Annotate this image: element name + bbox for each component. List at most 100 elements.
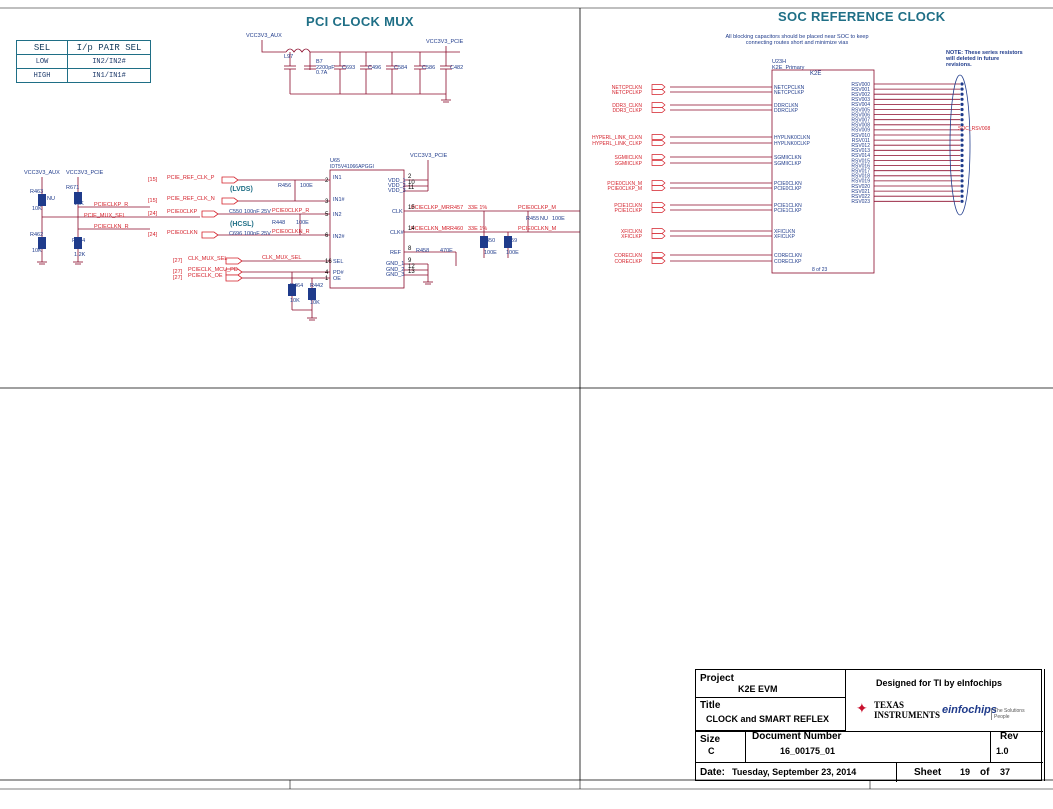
sheet-label: Sheet	[914, 767, 942, 778]
svg-text:R459: R459	[504, 238, 517, 244]
test-point	[960, 82, 964, 86]
soc-right-pin-label: RSV016	[851, 163, 870, 169]
soc-left-pin-label: HYPLNK0CLKP	[774, 141, 811, 147]
test-point	[960, 174, 964, 178]
soc-right-pin-label: RSV009	[851, 128, 870, 134]
svg-text:NU: NU	[47, 196, 55, 202]
svg-text:R442: R442	[310, 283, 323, 289]
soc-left-net-label: PCIE1CLKN	[614, 203, 642, 209]
svg-text:100E: 100E	[300, 183, 313, 189]
svg-text:100nF 25V: 100nF 25V	[244, 209, 271, 215]
svg-text:C550: C550	[229, 209, 242, 215]
offpage-connector	[651, 180, 666, 186]
pcie-mux-sel-net: PCIE_MUX_SEL	[84, 213, 126, 219]
test-point	[960, 164, 964, 168]
ic-u65-part: IDT5V41066APGGI	[330, 164, 374, 170]
rail-pcie-ic: VCC3V3_PCIE	[410, 153, 448, 159]
offpage-connector	[651, 140, 666, 146]
offpage-connector	[651, 233, 666, 239]
soc-note-right: NOTE: These series resistors will delete…	[946, 50, 1023, 68]
test-point	[960, 138, 964, 142]
svg-text:VDD_3: VDD_3	[388, 188, 406, 194]
svg-text:12: 12	[408, 264, 415, 270]
svg-text:L97: L97	[284, 54, 293, 60]
test-point	[960, 97, 964, 101]
svg-text:IN1: IN1	[333, 175, 342, 181]
svg-text:VDD_1: VDD_1	[388, 178, 406, 184]
svg-text:VDD_2: VDD_2	[388, 183, 406, 189]
sheet-total: 37	[1000, 767, 1011, 777]
svg-text:IN2#: IN2#	[333, 234, 346, 240]
soc-left-net-label: HYPERL_LINK_CLKP	[592, 141, 642, 147]
test-point	[960, 169, 964, 173]
test-point	[960, 113, 964, 117]
hcsl-label: (HCSL)	[230, 221, 254, 228]
net-clk-in-p: PCIE0CLKP	[167, 209, 198, 215]
soc-right-pin-label: RSV012	[851, 143, 870, 149]
offpage-connector	[651, 89, 666, 95]
svg-text:10K: 10K	[290, 298, 300, 304]
svg-text:R455: R455	[526, 216, 539, 222]
svg-text:PCIECLKP_MR: PCIECLKP_MR	[411, 205, 450, 211]
svg-text:8: 8	[408, 246, 412, 252]
of-label: of	[980, 767, 990, 778]
docnum-label: Document Number	[752, 731, 842, 742]
soc-left-pin-label: CORECLKP	[774, 259, 802, 265]
svg-text:[24]: [24]	[148, 211, 158, 217]
soc-left-net-label: PCIE0CLKN_M	[607, 181, 642, 187]
rev-value: 1.0	[996, 746, 1009, 756]
svg-text:REF: REF	[390, 250, 402, 256]
soc-left-pin-label: DDRCLKN	[774, 103, 799, 109]
soc-ic-page: 8 of 23	[812, 267, 828, 273]
svg-text:9: 9	[408, 258, 412, 264]
svg-text:5: 5	[325, 212, 329, 218]
svg-text:15: 15	[408, 205, 415, 211]
soc-left-pin-label: PCIE0CLKP	[774, 186, 802, 192]
test-point	[960, 153, 964, 157]
svg-text:10K: 10K	[74, 201, 84, 207]
svg-text:B7: B7	[316, 59, 323, 65]
test-point	[960, 102, 964, 106]
svg-text:C693: C693	[342, 65, 355, 71]
test-point	[960, 148, 964, 152]
svg-text:[15]: [15]	[148, 198, 158, 204]
svg-text:R450: R450	[482, 238, 495, 244]
soc-ic-ref: U23H	[772, 59, 787, 65]
soc-right-pin-label: RSV004	[851, 102, 870, 108]
soc-right-pin-label: RSV011	[852, 138, 870, 144]
offpage-connector	[651, 228, 666, 234]
docnum-value: 16_00175_01	[780, 746, 836, 756]
svg-text:33E 1%: 33E 1%	[468, 205, 487, 211]
svg-text:0.7A: 0.7A	[316, 70, 328, 76]
soc-left-pin-label: XFICLKP	[774, 234, 796, 240]
soc-right-pin-label: RSV005	[851, 107, 870, 113]
designed-for: Designed for TI by eInfochips	[876, 678, 1003, 688]
test-point	[960, 107, 964, 112]
svg-text:PCIECLKN_MR: PCIECLKN_MR	[411, 226, 450, 232]
soc-right-pin-label: RSV001	[851, 87, 870, 93]
project-label: Project	[700, 673, 734, 684]
soc-left-net-label: DDR3_CLKP	[613, 108, 643, 114]
ti-logo-icon: ✦	[856, 700, 868, 716]
svg-text:470E: 470E	[440, 248, 453, 254]
svg-text:PCIECLKP_R: PCIECLKP_R	[94, 202, 128, 208]
svg-text:PCIE0CLKP_R: PCIE0CLKP_R	[272, 208, 309, 214]
soc-left-net-label: NETCPCLKP	[612, 90, 643, 96]
svg-text:10K: 10K	[310, 300, 320, 306]
sheet-value: 19	[960, 767, 971, 777]
soc-section-title: SOC REFERENCE CLOCK	[778, 9, 946, 24]
soc-right-pin-label: RSV021	[851, 189, 870, 195]
svg-text:[27]: [27]	[173, 275, 183, 281]
soc-left-net-label: CORECLKP	[614, 259, 642, 265]
date-value: Tuesday, September 23, 2014	[732, 767, 857, 777]
svg-text:10K: 10K	[32, 206, 42, 212]
net-mux-sel: CLK_MUX_SEL	[188, 256, 228, 262]
soc-right-pin-label: RSV015	[851, 158, 870, 164]
svg-text:4: 4	[325, 270, 329, 276]
rail-vcc3v3-pcie: VCC3V3_PCIE	[426, 39, 464, 45]
ti-name-1: TEXAS	[874, 700, 905, 710]
soc-left-pin-label: XFICLKN	[774, 229, 796, 235]
svg-text:PD#: PD#	[333, 270, 345, 276]
soc-left-pin-label: SGMIICLKP	[774, 161, 802, 167]
ic-u65-ref: U65	[330, 158, 341, 164]
